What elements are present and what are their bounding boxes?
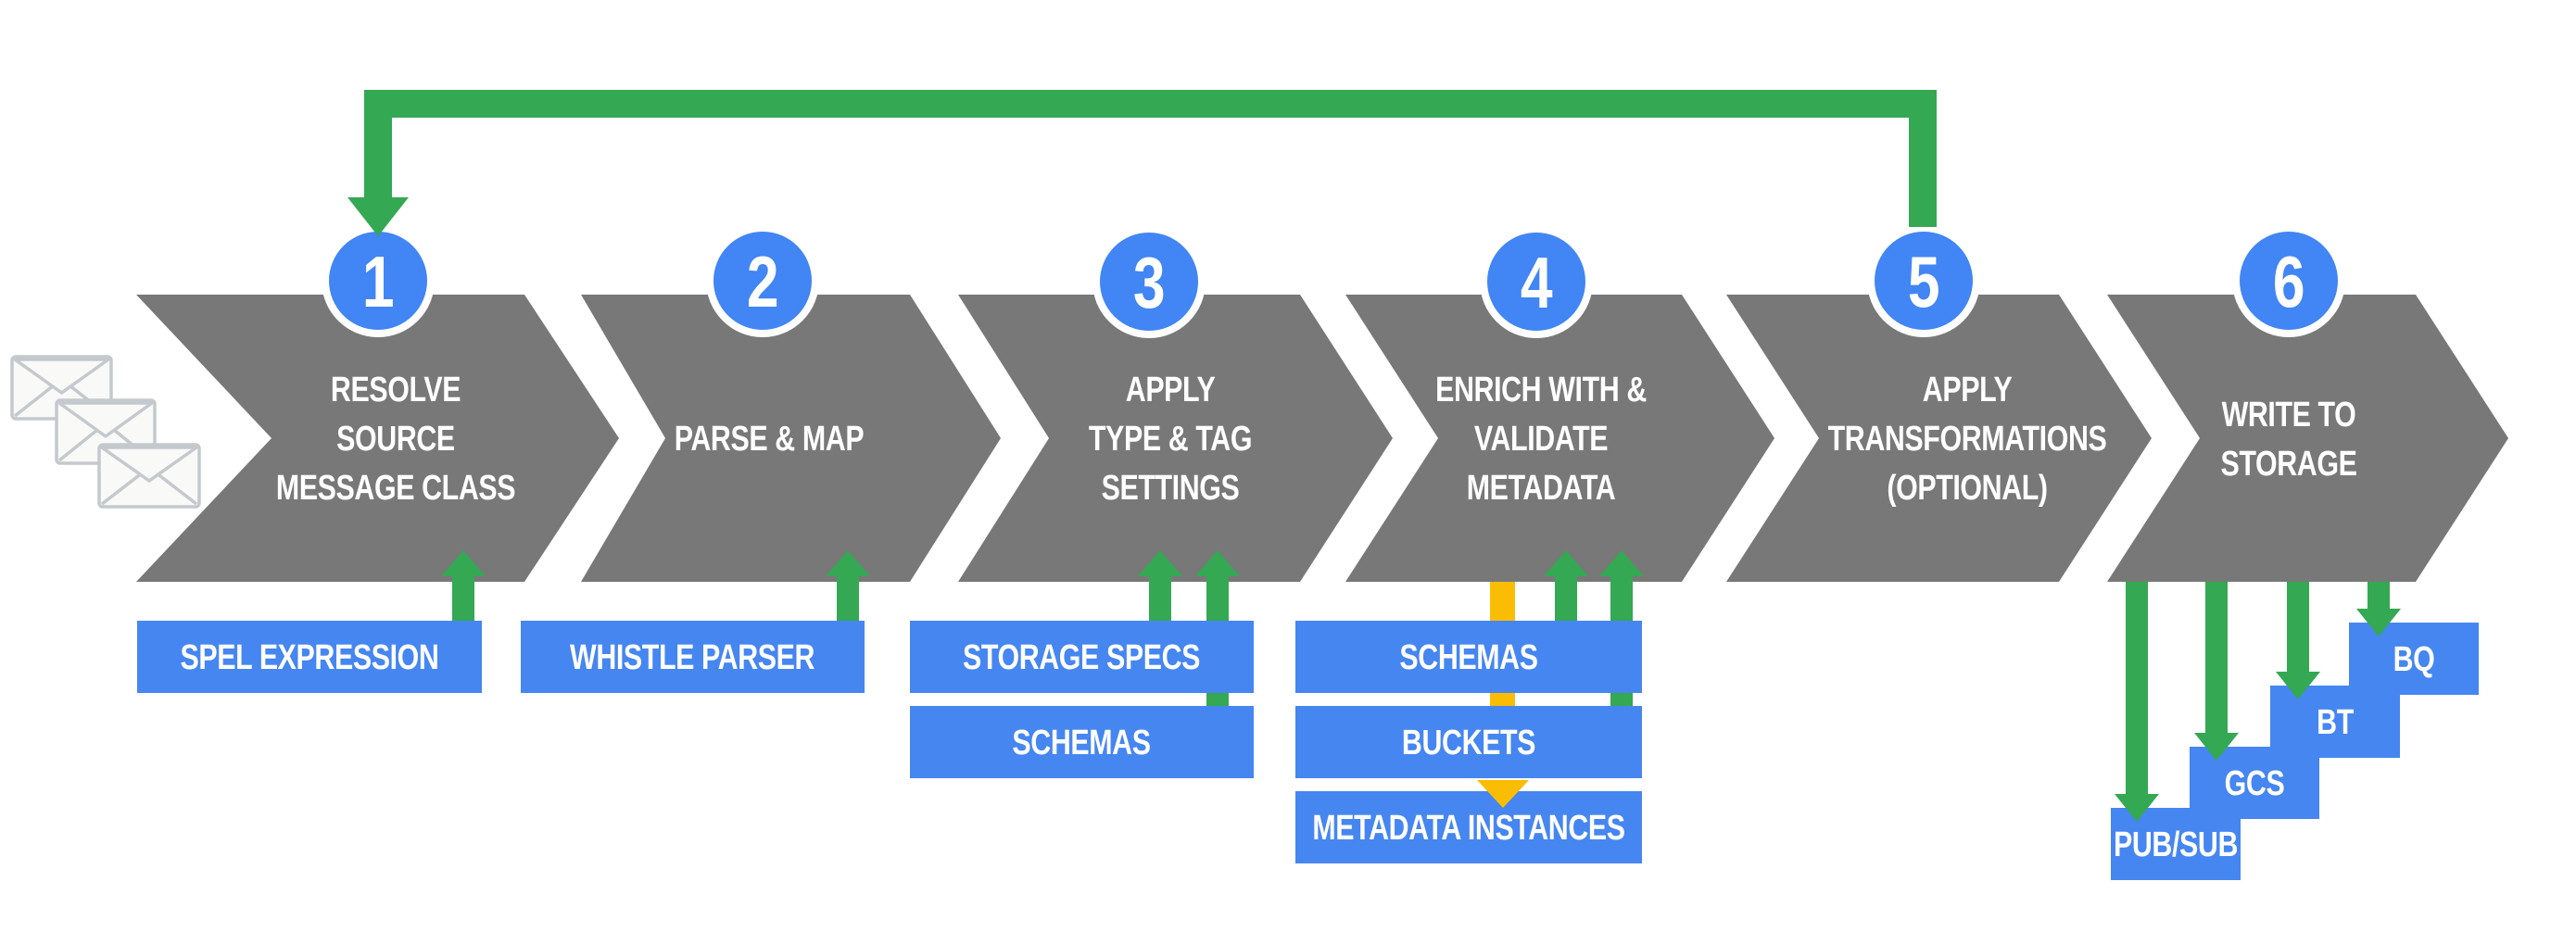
label-box-buckets xyxy=(1295,706,1642,778)
step6-circle xyxy=(2240,232,2338,330)
up-arrow-step4-b xyxy=(1599,550,1644,621)
step6-title-line: WRITE TO xyxy=(2222,396,2356,435)
down-arrow-bq xyxy=(2356,582,2401,636)
label-metadata-instances: METADATA INSTANCES xyxy=(1312,809,1624,848)
step1-title-line: SOURCE xyxy=(336,420,455,459)
step3-number: 3 xyxy=(1133,242,1165,322)
label-schemas-step4: SCHEMAS xyxy=(1399,638,1537,677)
step3-title-line: APPLY xyxy=(1126,371,1216,409)
step1-title-line: MESSAGE CLASS xyxy=(276,469,515,508)
up-arrow-step1 xyxy=(441,550,486,621)
step4-title-line: METADATA xyxy=(1467,469,1616,508)
chevron-step-6 xyxy=(2107,295,2508,582)
step4-title-line: VALIDATE xyxy=(1474,420,1608,459)
label-gcs: GCS xyxy=(2225,764,2285,803)
envelope-icon xyxy=(97,443,201,509)
loop-arrow-head xyxy=(347,197,409,236)
loop-right-vertical-bar xyxy=(1909,90,1937,227)
label-whistle-parser: WHISTLE PARSER xyxy=(570,638,815,677)
metadata-instances-arrow xyxy=(1477,582,1529,808)
yellow-arrow-segment-2 xyxy=(1490,693,1515,706)
chevron-band xyxy=(136,295,2508,582)
label-box-gcs xyxy=(2190,747,2319,819)
output-arrows xyxy=(2115,582,2401,822)
down-arrow-pubsub xyxy=(2115,582,2159,822)
step-circles xyxy=(322,224,2345,338)
up-arrow-step4-b-stub xyxy=(1610,693,1633,706)
feedback-loop-arrow xyxy=(347,90,1937,236)
up-arrow-step3-b-stub xyxy=(1206,693,1229,706)
step3-circle xyxy=(1100,233,1198,331)
text-layer: 1 2 3 4 5 6 RESOLVE SOURCE MESSAGE CLASS… xyxy=(181,241,2435,864)
down-arrow-bt xyxy=(2276,582,2320,699)
yellow-arrow-head xyxy=(1477,780,1529,808)
label-boxes xyxy=(137,621,2479,880)
chevron-step-5 xyxy=(1726,295,2152,582)
label-box-schemas-step4 xyxy=(1295,621,1642,693)
step4-circle xyxy=(1487,233,1585,331)
label-box-bq xyxy=(2349,623,2479,695)
chevron-step-3 xyxy=(958,295,1393,582)
label-box-metadata-instances xyxy=(1295,791,1642,863)
step6-number: 6 xyxy=(2273,241,2305,321)
label-box-storage-specs xyxy=(910,621,1254,693)
loop-horizontal-bar xyxy=(364,90,1937,118)
up-arrow-step2 xyxy=(826,550,870,621)
step1-circle xyxy=(329,232,427,330)
step2-title-line: PARSE & MAP xyxy=(675,420,864,459)
step2-circle xyxy=(713,232,812,330)
loop-left-vertical-bar xyxy=(364,90,392,197)
step2-number: 2 xyxy=(747,241,778,321)
label-spel-expression: SPEL EXPRESSION xyxy=(181,638,439,677)
label-storage-specs: STORAGE SPECS xyxy=(963,638,1200,677)
step5-number: 5 xyxy=(1908,241,1939,321)
label-box-schemas-step3 xyxy=(910,706,1254,778)
step5-title-line: APPLY xyxy=(1923,371,2013,409)
step1-title-line: RESOLVE xyxy=(331,371,461,409)
chevron-step-4 xyxy=(1345,295,1774,582)
up-arrow-step3-a xyxy=(1138,550,1182,621)
input-messages xyxy=(10,355,201,509)
label-bt: BT xyxy=(2317,703,2354,742)
label-box-spel-expression xyxy=(137,621,482,693)
step3-title-line: SETTINGS xyxy=(1102,469,1240,508)
label-buckets: BUCKETS xyxy=(1402,724,1535,762)
step5-circle xyxy=(1875,232,1973,330)
label-box-bt xyxy=(2270,686,2400,758)
up-arrow-step4-a xyxy=(1544,550,1588,621)
step4-number: 4 xyxy=(1521,242,1552,322)
step1-number: 1 xyxy=(362,241,394,321)
step3-title-line: TYPE & TAG xyxy=(1089,420,1252,459)
step4-title-line: ENRICH WITH & xyxy=(1435,371,1647,409)
label-bq: BQ xyxy=(2393,640,2435,679)
label-box-pubsub xyxy=(2111,808,2241,880)
input-arrows xyxy=(441,550,1644,706)
step5-title-line: (OPTIONAL) xyxy=(1887,469,2047,508)
chevron-step-1 xyxy=(136,295,619,582)
down-arrow-gcs xyxy=(2194,582,2239,761)
up-arrow-step3-b xyxy=(1195,550,1240,621)
chevron-step-2 xyxy=(581,295,1001,582)
label-schemas-step3: SCHEMAS xyxy=(1012,724,1150,762)
yellow-arrow-segment-1 xyxy=(1490,582,1515,621)
step5-title-line: TRANSFORMATIONS xyxy=(1828,420,2107,459)
step6-title-line: STORAGE xyxy=(2221,445,2357,484)
label-pubsub: PUB/SUB xyxy=(2114,825,2238,864)
label-box-whistle-parser xyxy=(521,621,865,693)
